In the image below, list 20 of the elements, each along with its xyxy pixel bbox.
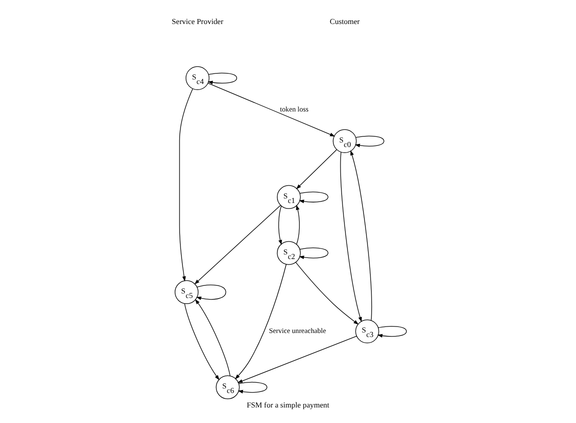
arrow bbox=[278, 206, 282, 246]
arrow bbox=[208, 82, 336, 136]
arrow bbox=[296, 204, 300, 245]
arrow bbox=[179, 88, 194, 282]
arrow bbox=[340, 152, 362, 322]
arrow bbox=[298, 248, 328, 260]
arrow bbox=[196, 284, 226, 300]
arrow bbox=[377, 326, 407, 338]
arrow bbox=[194, 205, 281, 284]
arrow bbox=[296, 149, 338, 190]
arrow bbox=[298, 192, 328, 204]
arrow bbox=[295, 262, 359, 325]
arrow bbox=[184, 303, 220, 380]
arrow bbox=[237, 336, 357, 383]
arrow bbox=[238, 382, 268, 394]
arrow bbox=[195, 299, 230, 376]
arrow bbox=[354, 136, 384, 148]
arrow bbox=[234, 264, 287, 380]
arrow bbox=[208, 72, 238, 84]
arrow bbox=[350, 150, 372, 321]
